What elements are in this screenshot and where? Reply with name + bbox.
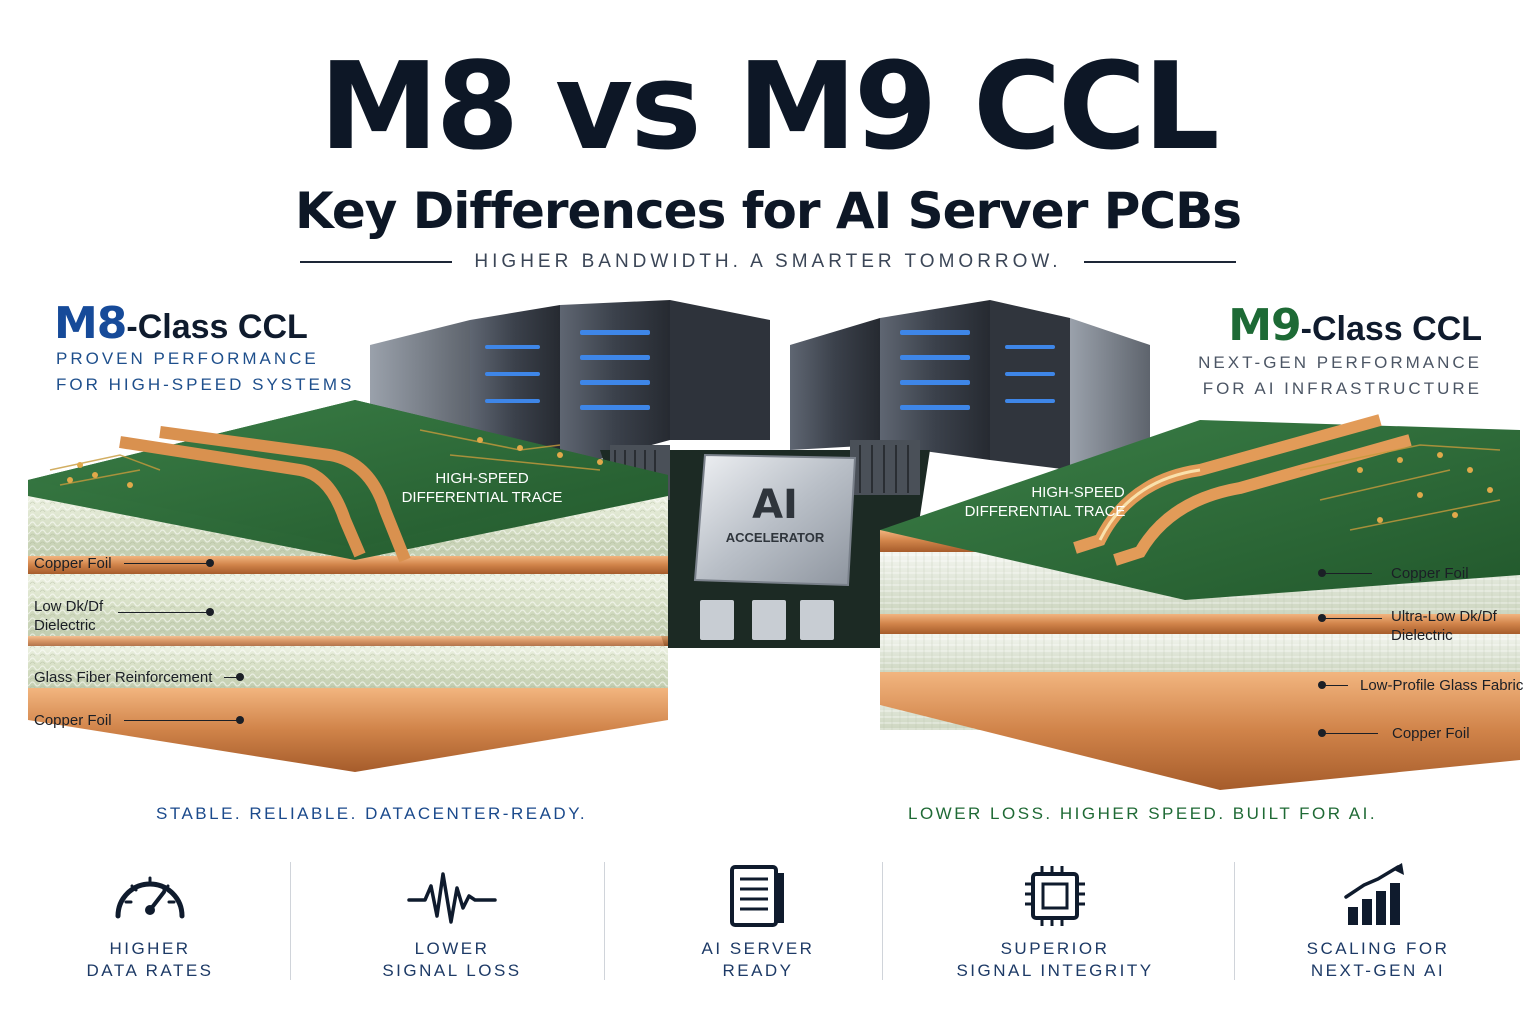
tagline: HIGHER BANDWIDTH. A SMARTER TOMORROW.: [474, 251, 1062, 272]
m9-label-glass: Low-Profile Glass Fabric: [1360, 677, 1524, 694]
feature-label-line1: AI SERVER: [701, 939, 815, 958]
m9-class-suffix: -Class CCL: [1300, 310, 1482, 348]
m9-slogan: LOWER LOSS. HIGHER SPEED. BUILT FOR AI.: [908, 804, 1378, 823]
feature-label-line1: HIGHER: [109, 939, 191, 958]
m9-class-name: M9: [1228, 300, 1301, 351]
m8-subtitle: PROVEN PERFORMANCE FOR HIGH-SPEED SYSTEM…: [56, 346, 354, 398]
m9-class-title: M9-Class CCL: [1228, 300, 1482, 351]
feature-label-line2: SIGNAL LOSS: [382, 961, 522, 980]
chip-label: ACCELERATOR: [726, 530, 825, 545]
m8-leader-dielectric: [118, 612, 210, 613]
m8-class-name: M8: [54, 298, 127, 349]
m9-trace-label-line2: DIFFERENTIAL TRACE: [965, 503, 1126, 520]
m9-leader-glass: [1322, 685, 1348, 686]
server-racks: [370, 300, 1150, 480]
m9-leader-dielectric: [1322, 618, 1382, 619]
pcb-illustration: AI ACCELERATOR HIGH-SPEED DIFFERENTIAL T…: [28, 300, 1520, 790]
feature-label-line1: SUPERIOR: [1000, 939, 1110, 958]
m8-leader-copper-bottom: [124, 720, 240, 721]
m8-label-copper-bottom: Copper Foil: [34, 712, 112, 729]
m8-label-glass: Glass Fiber Reinforcement: [34, 669, 213, 686]
m9-label-dielectric-line1: Ultra-Low Dk/Df: [1391, 608, 1497, 625]
m8-subtitle-line2: FOR HIGH-SPEED SYSTEMS: [56, 375, 355, 394]
m9-trace-label-line1: HIGH-SPEED: [1031, 484, 1125, 501]
feature-label-line2: SIGNAL INTEGRITY: [956, 961, 1154, 980]
m8-label-dielectric-line2: Dielectric: [34, 617, 96, 634]
speedometer-icon: [115, 876, 185, 919]
m8-class-title: M8-Class CCL: [54, 298, 308, 349]
feature-label-line2: DATA RATES: [86, 961, 214, 980]
feature-scaling-next-gen-ai: SCALING FOR NEXT-GEN AI: [1278, 862, 1478, 982]
m8-trace-label-line2: DIFFERENTIAL TRACE: [402, 489, 563, 506]
m8-pcb-stack: [28, 400, 668, 772]
m8-class-suffix: -Class CCL: [126, 308, 308, 346]
feature-higher-data-rates: HIGHER DATA RATES: [50, 862, 250, 982]
server-icon: [730, 865, 784, 927]
m9-subtitle-line2: FOR AI INFRASTRUCTURE: [1202, 379, 1482, 398]
feature-superior-signal-integrity: SUPERIOR SIGNAL INTEGRITY: [940, 862, 1170, 982]
m8-label-dielectric-line1: Low Dk/Df: [34, 598, 104, 615]
growth-chart-icon: [1344, 863, 1404, 925]
waveform-icon: [407, 872, 497, 924]
feature-ai-server-ready: AI SERVER READY: [658, 862, 858, 982]
tagline-row: HIGHER BANDWIDTH. A SMARTER TOMORROW.: [300, 250, 1236, 274]
feature-divider: [1234, 862, 1235, 980]
m9-label-dielectric-line2: Dielectric: [1391, 627, 1453, 644]
m8-leader-glass: [224, 677, 240, 678]
m8-label-copper-top: Copper Foil: [34, 555, 112, 572]
feature-divider: [882, 862, 883, 980]
m9-pcb-stack: [880, 414, 1520, 790]
m8-trace-label-line1: HIGH-SPEED: [435, 470, 529, 487]
tagline-rule-right: [1083, 261, 1236, 263]
m9-subtitle: NEXT-GEN PERFORMANCE FOR AI INFRASTRUCTU…: [1198, 350, 1482, 402]
m8-leader-copper-top: [124, 563, 210, 564]
feature-label-line1: LOWER: [414, 939, 490, 958]
tagline-rule-left: [300, 261, 453, 263]
page-subtitle: Key Differences for AI Server PCBs: [295, 182, 1242, 240]
feature-divider: [604, 862, 605, 980]
feature-lower-signal-loss: LOWER SIGNAL LOSS: [352, 862, 552, 982]
feature-label-line1: SCALING FOR: [1306, 939, 1450, 958]
m9-leader-copper-bottom: [1322, 733, 1378, 734]
chip-icon: [1025, 866, 1085, 926]
m9-label-copper-top: Copper Foil: [1391, 565, 1469, 582]
feature-label-line2: READY: [722, 961, 794, 980]
m9-label-copper-bottom: Copper Foil: [1392, 725, 1470, 742]
m9-leader-copper-top: [1322, 573, 1372, 574]
m8-slogan: STABLE. RELIABLE. DATACENTER-READY.: [156, 804, 588, 823]
page-title: M8 vs M9 CCL: [319, 38, 1219, 177]
feature-divider: [290, 862, 291, 980]
m9-subtitle-line1: NEXT-GEN PERFORMANCE: [1198, 353, 1482, 372]
m8-subtitle-line1: PROVEN PERFORMANCE: [56, 349, 319, 368]
feature-label-line2: NEXT-GEN AI: [1310, 961, 1446, 980]
chip-logo: AI: [752, 482, 798, 528]
